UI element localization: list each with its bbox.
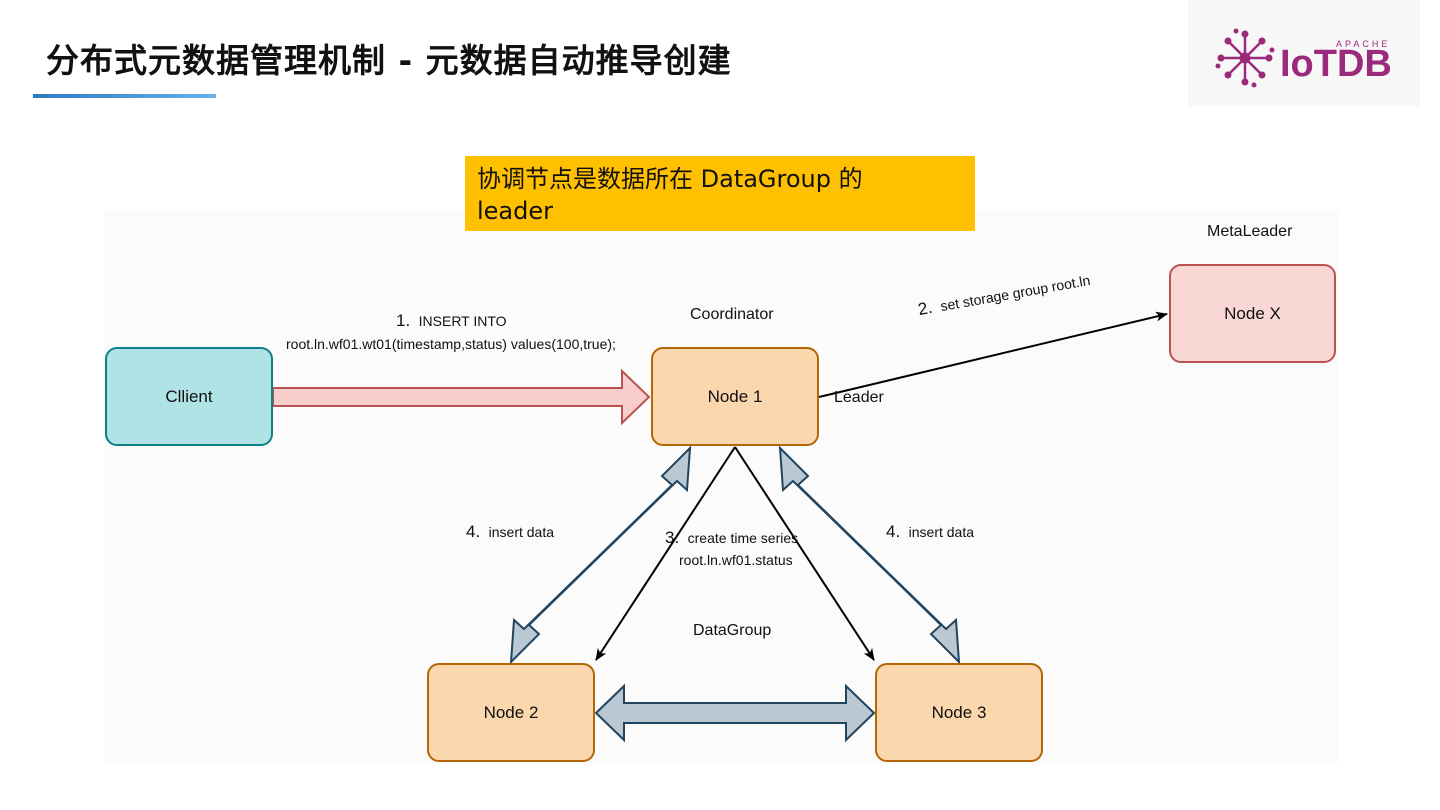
- step-1-number: 1.: [396, 311, 411, 330]
- step-2-number: 2.: [916, 297, 934, 320]
- diagram-canvas: [104, 210, 1338, 765]
- page-title: 分布式元数据管理机制 - 元数据自动推导创建: [46, 41, 732, 80]
- leader-label: Leader: [834, 389, 884, 406]
- step-4-right-label: 4. insert data: [886, 522, 974, 542]
- coordinator-note: 协调节点是数据所在 DataGroup 的 leader: [465, 156, 975, 231]
- step-3-label: 3. create time series: [665, 528, 798, 548]
- step-1-sql: root.ln.wf01.wt01(timestamp,status) valu…: [286, 336, 616, 352]
- step-3-text: create time series: [687, 530, 799, 546]
- logo-burst-icon: [1215, 28, 1275, 88]
- node-1: Node 1: [651, 347, 819, 446]
- node-client: Cllient: [105, 347, 273, 446]
- step-4-right-text: insert data: [908, 524, 975, 540]
- double-arrow-node1-node3: [778, 445, 961, 665]
- apache-iotdb-logo: APACHE IoTDB: [1188, 0, 1420, 106]
- title-underline: [33, 94, 216, 98]
- node-2: Node 2: [427, 663, 595, 762]
- create-series-arrow-right: [734, 446, 875, 661]
- logo-graphic: APACHE IoTDB: [1215, 28, 1392, 88]
- step-1-label: 1. INSERT INTO: [396, 311, 507, 331]
- step-4-left-number: 4.: [466, 522, 481, 541]
- create-series-arrow-left: [595, 446, 736, 661]
- step-3-path: root.ln.wf01.status: [679, 552, 793, 568]
- node-x: Node X: [1169, 264, 1336, 363]
- double-arrow-node1-node2: [509, 445, 692, 665]
- data-group-label: DataGroup: [693, 622, 772, 639]
- double-arrow-node2-node3: [594, 683, 876, 743]
- logo-tag: APACHE: [1336, 39, 1390, 49]
- step-3-number: 3.: [665, 528, 680, 547]
- step-4-left-text: insert data: [488, 524, 555, 540]
- note-line-1: 协调节点是数据所在 DataGroup 的: [477, 165, 863, 193]
- step-4-right-number: 4.: [886, 522, 901, 541]
- step-1-text: INSERT INTO: [418, 313, 507, 329]
- node-3: Node 3: [875, 663, 1043, 762]
- meta-leader-label: MetaLeader: [1207, 223, 1293, 240]
- logo-text: IoTDB: [1280, 43, 1392, 85]
- step-4-left-label: 4. insert data: [466, 522, 554, 542]
- insert-arrow: [272, 368, 651, 426]
- coordinator-label: Coordinator: [690, 306, 774, 323]
- note-line-2: leader: [477, 197, 554, 225]
- set-storage-group-arrow: [818, 311, 1168, 398]
